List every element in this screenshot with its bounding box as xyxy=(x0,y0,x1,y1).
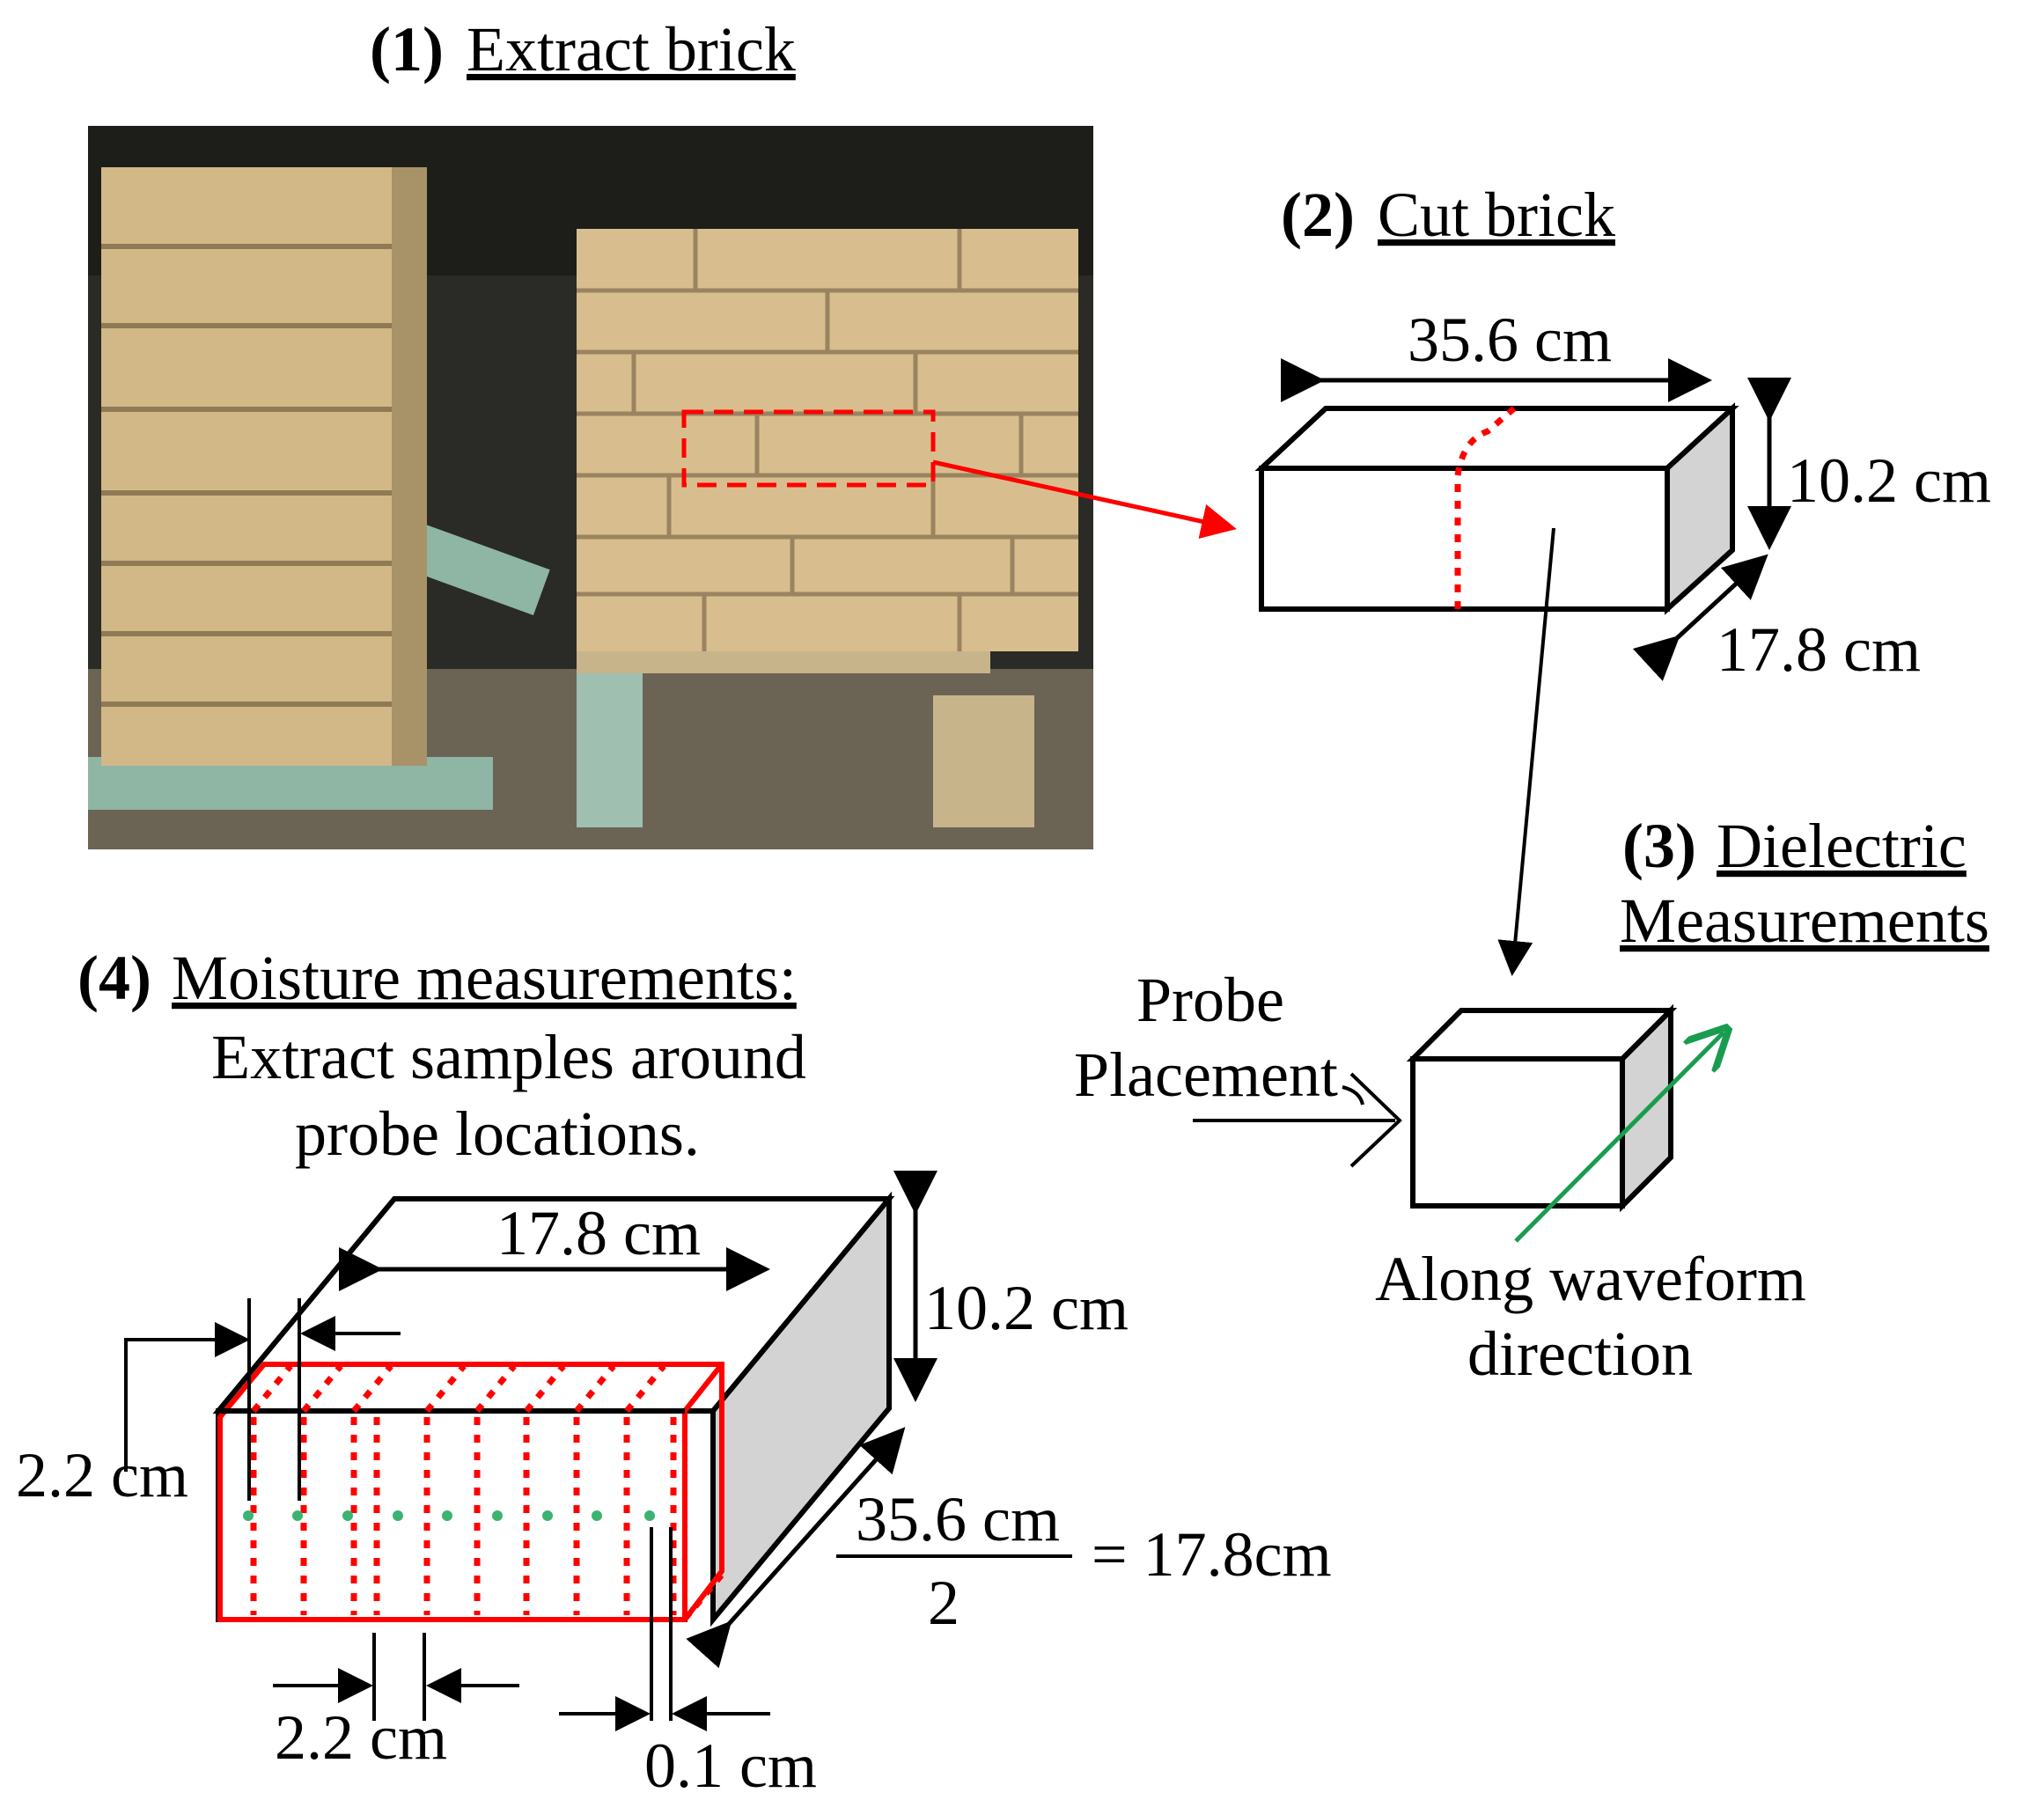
cut-brick-box xyxy=(1254,402,1739,615)
cut-height-label: 10.2 cm xyxy=(1787,445,1991,516)
fraction-numerator: 35.6 cm xyxy=(856,1484,1060,1554)
step1-heading: (1) Extract brick xyxy=(370,14,796,84)
step4-desc-line2: probe locations. xyxy=(295,1098,700,1169)
sample-box xyxy=(1406,1003,1678,1213)
step1-number: (1) xyxy=(370,14,444,84)
depth-fraction: 35.6 cm 2 = 17.8cm xyxy=(836,1484,1332,1638)
grid-height-label: 10.2 cm xyxy=(924,1273,1129,1343)
probe-label-line2: Placement xyxy=(1074,1040,1338,1110)
waveform-direction-arrow xyxy=(1514,1032,1724,1243)
step4-number: (4) xyxy=(77,943,151,1013)
grid-depth-dimension xyxy=(686,1427,906,1669)
grid-top-width-label: 17.8 cm xyxy=(496,1198,701,1268)
fraction-result: = 17.8cm xyxy=(1092,1519,1332,1590)
edge-offset-label: 2.2 cm xyxy=(16,1440,188,1510)
probe-placement-arrow xyxy=(1193,1072,1402,1168)
step3-title-line1: Dielectric xyxy=(1717,811,1967,881)
step4-heading: (4) Moisture measurements: Extract sampl… xyxy=(77,943,806,1169)
cut-depth-dimension xyxy=(1632,554,1768,681)
step1-title: Extract brick xyxy=(467,14,796,84)
sample-grid-box xyxy=(212,1191,895,1721)
extract-to-cut-arrow xyxy=(932,459,1237,539)
step2-heading: (2) Cut brick xyxy=(1281,180,1615,250)
cut-length-label: 35.6 cm xyxy=(1408,305,1612,375)
step3-title-line2: Measurements xyxy=(1620,885,1989,956)
probe-label-line1: Probe xyxy=(1136,965,1284,1035)
brick-wall-photo xyxy=(88,126,1093,849)
fraction-denominator: 2 xyxy=(928,1568,960,1638)
step2-title: Cut brick xyxy=(1378,180,1615,250)
spacing-label: 2.2 cm xyxy=(275,1702,447,1773)
step2-number: (2) xyxy=(1281,180,1355,250)
step4-desc-line1: Extract samples around xyxy=(211,1022,806,1092)
slice-label: 0.1 cm xyxy=(644,1730,817,1800)
cut-to-sample-arrow xyxy=(1497,527,1555,976)
step3-number: (3) xyxy=(1622,811,1696,881)
waveform-label-line2: direction xyxy=(1467,1319,1693,1389)
step3-heading: (3) Dielectric Measurements xyxy=(1620,811,1989,956)
step4-title: Moisture measurements: xyxy=(172,943,797,1013)
waveform-label-line1: Along waveform xyxy=(1375,1244,1806,1314)
cut-depth-label: 17.8 cm xyxy=(1717,614,1921,685)
